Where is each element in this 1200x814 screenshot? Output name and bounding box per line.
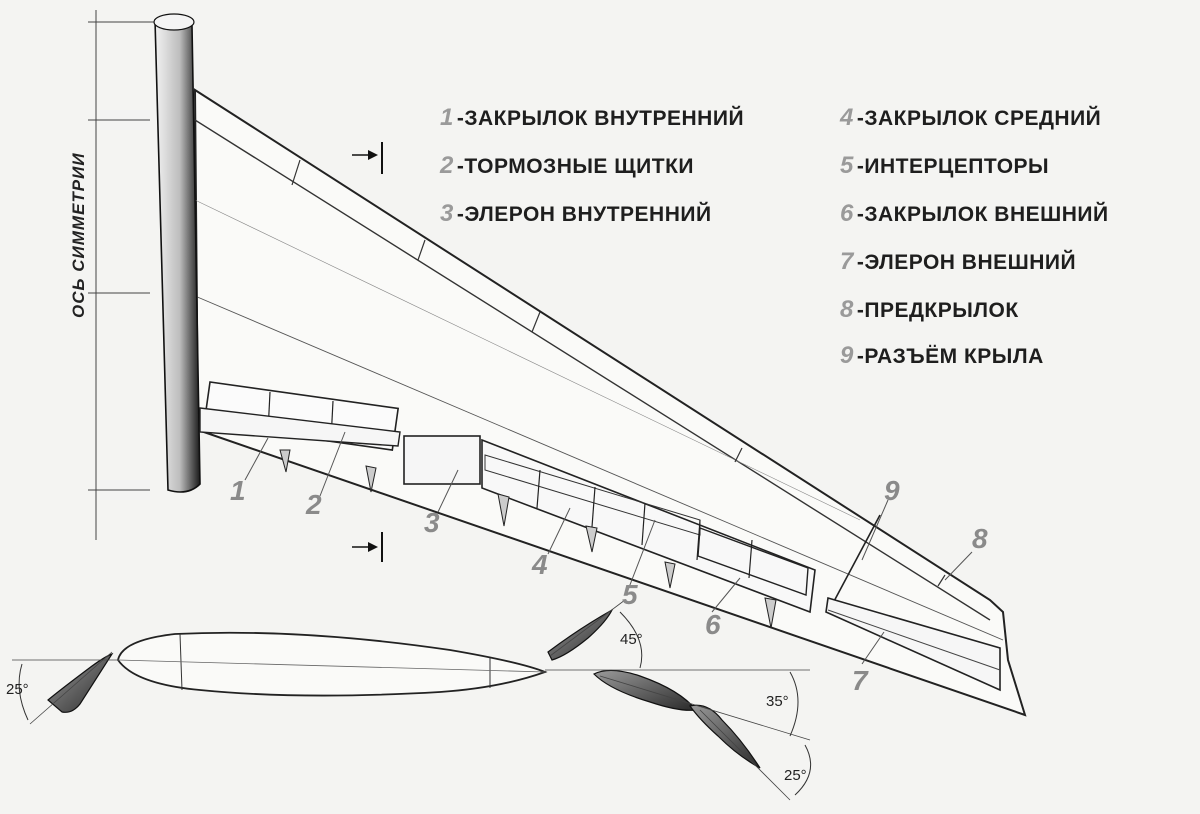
leader-8 [944, 551, 973, 581]
slat-angle-label: 25° [6, 681, 29, 698]
flap-section [592, 669, 698, 711]
spoiler-angle-line [549, 599, 626, 657]
callout-4: 4 [531, 549, 548, 580]
spoiler-angle-label: 45° [620, 631, 643, 648]
fairing-6 [764, 597, 777, 629]
fairing-3 [497, 493, 510, 527]
callout-1: 1 [230, 475, 246, 506]
flap-tab-angle-arc [794, 744, 812, 796]
legend-num: 7 [840, 248, 854, 275]
section-marker-top-head [368, 150, 378, 160]
spoiler-angle-arc [619, 611, 643, 669]
callout-8: 8 [972, 523, 988, 554]
outer-aileron-div [827, 609, 1001, 671]
outer-flap [697, 527, 809, 596]
slat-joint-3 [531, 311, 541, 333]
legend-text: -ЗАКРЫЛОК СРЕДНИЙ [856, 107, 1102, 130]
fairing-4 [585, 525, 598, 553]
leader-6 [711, 577, 741, 613]
callout-3: 3 [424, 507, 440, 538]
legend-num: 6 [840, 200, 854, 227]
inner-flap [199, 407, 401, 447]
legend-num: 8 [840, 296, 854, 323]
legend-item-1: 1-ЗАКРЫЛОК ВНУТРЕННИЙ [440, 104, 744, 132]
leader-2 [319, 431, 346, 497]
legend-item-3: 3-ЭЛЕРОН ВНУТРЕННИЙ [440, 200, 712, 228]
leader-5 [627, 519, 656, 591]
legend-item-6: 6-ЗАКРЫЛОК ВНЕШНИЙ [840, 200, 1109, 228]
middle-flap [481, 438, 816, 614]
wing-joint-line [831, 514, 881, 606]
legend-text: -ИНТЕРЦЕПТОРЫ [856, 155, 1050, 178]
legend-item-4: 4-ЗАКРЫЛОК СРЕДНИЙ [840, 104, 1101, 132]
airfoil-chord [117, 659, 546, 673]
leading-edge-line [194, 119, 991, 621]
slat-joint-5 [937, 574, 946, 587]
fairing-5 [664, 561, 676, 589]
legend-num: 3 [440, 200, 454, 227]
leader-4 [547, 507, 571, 555]
flap-tab-angle-label: 25° [784, 767, 807, 784]
section-callout-5: 5 [622, 579, 638, 610]
fuselage-top [153, 13, 195, 31]
leader-9 [861, 499, 889, 561]
flap-angle-line [599, 675, 811, 741]
legend-text: -ЗАКРЫЛОК ВНУТРЕННИЙ [456, 107, 745, 130]
callout-2: 2 [305, 489, 322, 520]
rib-line [194, 199, 861, 521]
legend-num: 4 [840, 104, 854, 131]
legend-item-2: 2-ТОРМОЗНЫЕ ЩИТКИ [440, 152, 694, 180]
slat-joint-2 [417, 239, 426, 261]
fuselage [154, 14, 201, 493]
legend-text: -ТОРМОЗНЫЕ ЩИТКИ [456, 155, 695, 178]
leader-1 [244, 437, 269, 481]
legend-item-9: 9-РАЗЪЁМ КРЫЛА [840, 342, 1044, 370]
fairing-1 [279, 449, 291, 473]
spoiler-div-2 [591, 486, 596, 528]
legend-num: 5 [840, 152, 854, 179]
legend-item-8: 8-ПРЕДКРЫЛОК [840, 296, 1019, 324]
leader-3 [437, 469, 459, 513]
legend-item-5: 5-ИНТЕРЦЕПТОРЫ [840, 152, 1049, 180]
slat-angle-arc [18, 663, 29, 721]
legend-text: -ЭЛЕРОН ВНУТРЕННИЙ [456, 203, 712, 226]
spoiler-div-1 [536, 469, 541, 509]
callout-6: 6 [705, 609, 721, 640]
legend-num: 9 [840, 342, 854, 369]
legend-text: -РАЗЪЁМ КРЫЛА [856, 345, 1044, 368]
spoiler-section [547, 608, 614, 661]
symmetry-axis-label: ОСЬ СИММЕТРИИ [69, 152, 88, 318]
outer-aileron [825, 596, 1001, 692]
legend-text: -ЭЛЕРОН ВНЕШНИЙ [856, 251, 1077, 274]
section-marker-bottom-head [368, 542, 378, 552]
legend-num: 2 [440, 152, 454, 179]
fairing-2 [365, 465, 377, 493]
flap-angle-arc [789, 671, 799, 737]
callout-9: 9 [884, 475, 900, 506]
callout-7: 7 [852, 665, 869, 696]
flap-tab-section [688, 704, 761, 769]
slat-joint-4 [734, 447, 743, 463]
inner-aileron [403, 435, 481, 485]
spoiler-div-3 [641, 502, 646, 546]
legend-text: -ПРЕДКРЫЛОК [856, 299, 1019, 322]
leader-7 [861, 631, 885, 665]
slat-section [47, 652, 114, 713]
flap-angle-label: 35° [766, 693, 789, 710]
legend-item-7: 7-ЭЛЕРОН ВНЕШНИЙ [840, 248, 1076, 276]
slat-angle-line [29, 651, 113, 725]
legend-num: 1 [440, 104, 454, 131]
legend-text: -ЗАКРЫЛОК ВНЕШНИЙ [856, 203, 1109, 226]
spar-line [194, 295, 1004, 641]
slat-joint-1 [291, 159, 301, 186]
flap-tab-angle-line [699, 709, 791, 801]
